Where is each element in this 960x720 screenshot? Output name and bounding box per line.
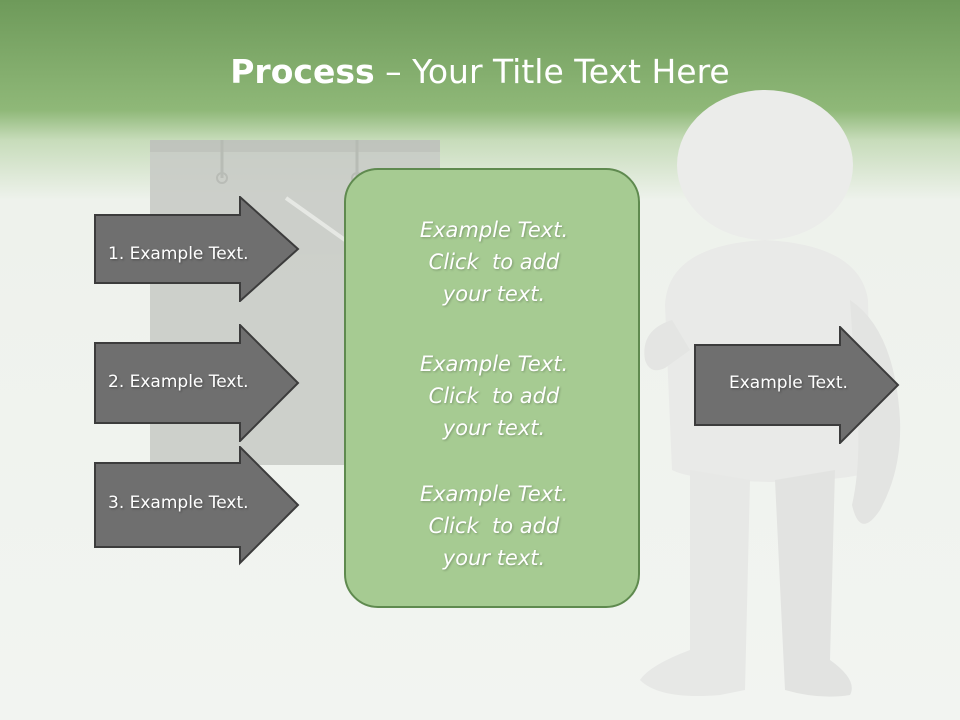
panel-text-block-1[interactable]: Example Text. Click to add your text. [346, 214, 642, 310]
center-text-panel[interactable]: Example Text. Click to add your text. Ex… [344, 168, 640, 608]
step-arrow-2[interactable] [94, 324, 300, 442]
title-rest-part: – Your Title Text Here [374, 52, 730, 91]
panel-text-block-2[interactable]: Example Text. Click to add your text. [346, 348, 642, 444]
step-arrow-1[interactable] [94, 196, 300, 302]
step-arrow-2-label: 2. Example Text. [108, 372, 249, 392]
panel-text-line: Click to add [428, 250, 560, 274]
panel-text-line: Click to add [428, 384, 560, 408]
step-arrow-1-label: 1. Example Text. [108, 244, 249, 264]
panel-text-line: your text. [442, 416, 546, 440]
panel-text-line: your text. [442, 546, 546, 570]
panel-text-block-3[interactable]: Example Text. Click to add your text. [346, 478, 642, 574]
panel-text-line: Example Text. [419, 352, 569, 376]
panel-text-line: Example Text. [419, 218, 569, 242]
step-arrow-3[interactable] [94, 446, 300, 566]
step-arrow-3-label: 3. Example Text. [108, 493, 249, 513]
result-arrow-label: Example Text. [729, 373, 848, 393]
result-arrow[interactable] [694, 326, 900, 444]
slide-title[interactable]: Process – Your Title Text Here [0, 52, 960, 91]
panel-text-line: Click to add [428, 514, 560, 538]
title-bold-part: Process [230, 52, 375, 91]
panel-text-line: Example Text. [419, 482, 569, 506]
panel-text-line: your text. [442, 282, 546, 306]
